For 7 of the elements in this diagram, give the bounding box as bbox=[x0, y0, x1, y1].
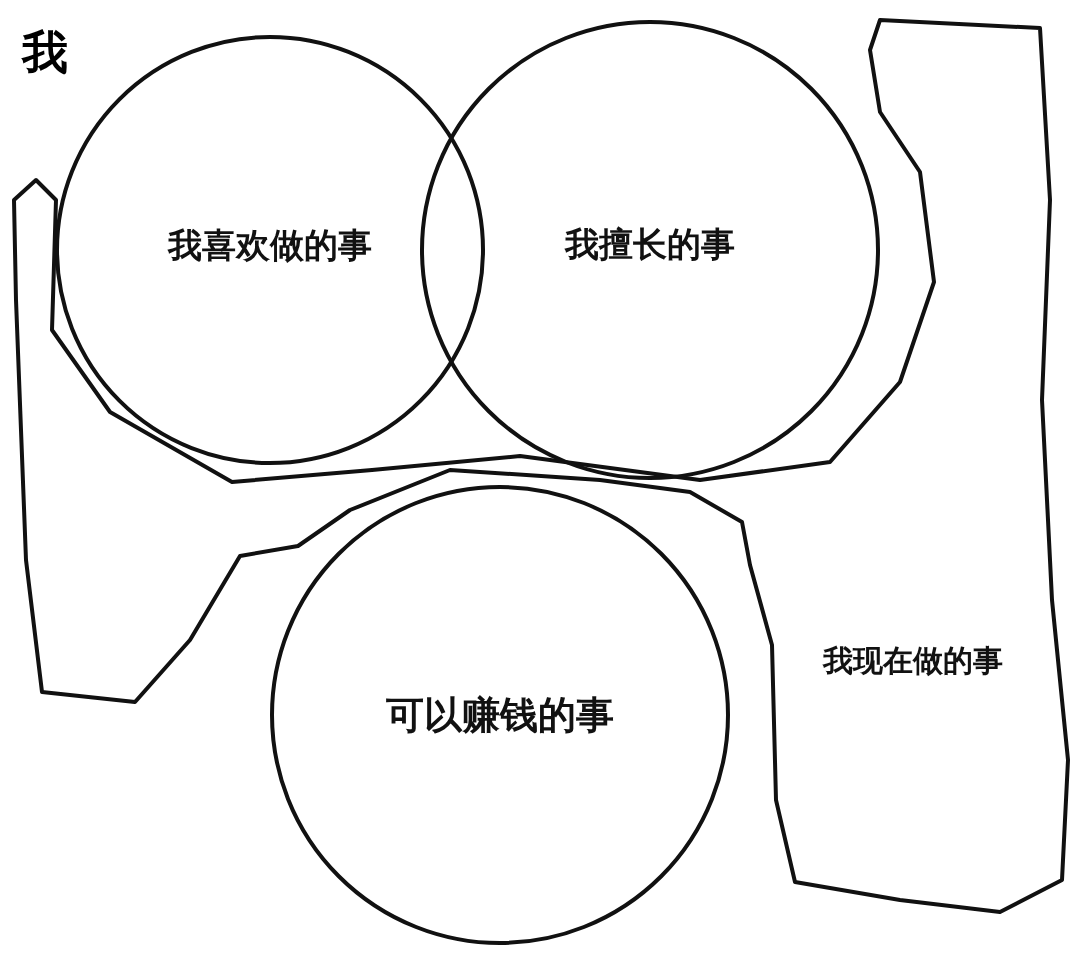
venn-circle bbox=[420, 20, 880, 480]
corner-heading: 我 bbox=[22, 24, 68, 81]
venn-circle bbox=[270, 485, 730, 945]
region-label: 我喜欢做的事 bbox=[168, 223, 372, 267]
region-label: 我现在做的事 bbox=[822, 641, 1003, 680]
region-label: 我擅长的事 bbox=[565, 223, 735, 267]
region-label: 可以赚钱的事 bbox=[386, 691, 614, 739]
